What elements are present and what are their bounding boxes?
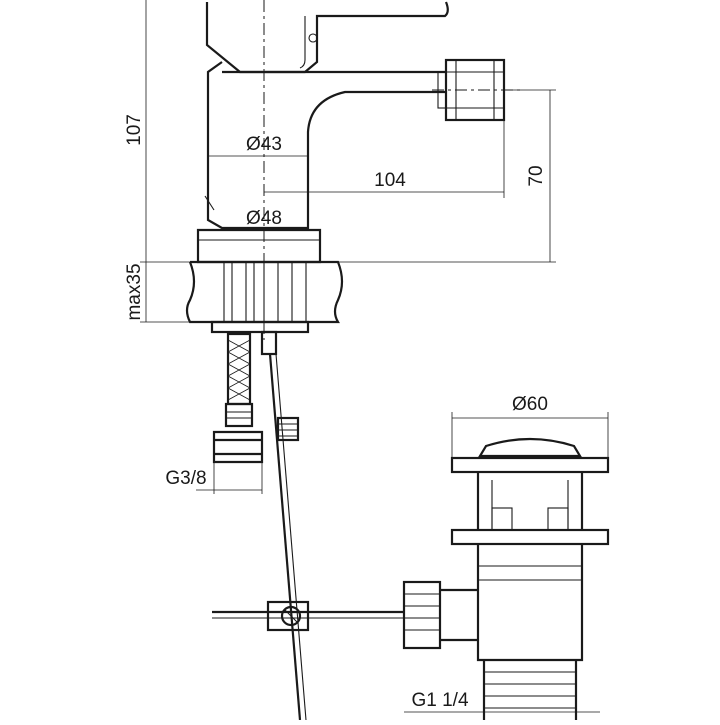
dim-spout-height: 70 (526, 165, 547, 186)
drain-tail (482, 660, 578, 720)
faucet-body (206, 61, 446, 230)
base-ring (196, 228, 322, 264)
lever-handle (205, 1, 449, 74)
dim-height-total: 107 (124, 114, 145, 146)
drain-flange (450, 456, 610, 474)
drain-side-nut (402, 580, 442, 650)
dim-drain-diameter: Ø60 (512, 394, 548, 415)
mount-nut (210, 320, 310, 334)
drain-plug (478, 437, 582, 458)
drain-side-branch (440, 588, 478, 642)
dim-body-diameter: Ø43 (246, 134, 282, 155)
dim-counter-thickness: max35 (124, 263, 145, 320)
lever-detail (299, 16, 306, 69)
dim-spout-reach: 104 (374, 170, 406, 191)
center-lines (263, 0, 520, 340)
hose-fitting (223, 261, 255, 323)
linkage-screw (280, 605, 302, 627)
hose-nut (212, 430, 264, 464)
countertop-section (185, 260, 344, 324)
pop-up-waste (402, 437, 610, 720)
faucet (196, 1, 506, 264)
dim-drain-thread: G1 1/4 (411, 690, 468, 711)
lever-pivot (308, 33, 318, 43)
dim-hose-thread: G3/8 (165, 468, 206, 489)
countertop (185, 260, 344, 334)
drain-rod (260, 330, 307, 721)
pointer-tick (204, 195, 215, 211)
rod-clamp (276, 416, 300, 442)
hose-crimp (224, 402, 254, 428)
dim-base-diameter: Ø48 (246, 208, 282, 229)
dimension-lines (140, 0, 609, 713)
drain-body (476, 472, 584, 530)
linkage-rod (212, 600, 404, 632)
linkage-clamp (266, 600, 310, 632)
flex-hose (212, 332, 264, 464)
threaded-shank (263, 262, 307, 322)
drain-locknut (450, 528, 610, 546)
